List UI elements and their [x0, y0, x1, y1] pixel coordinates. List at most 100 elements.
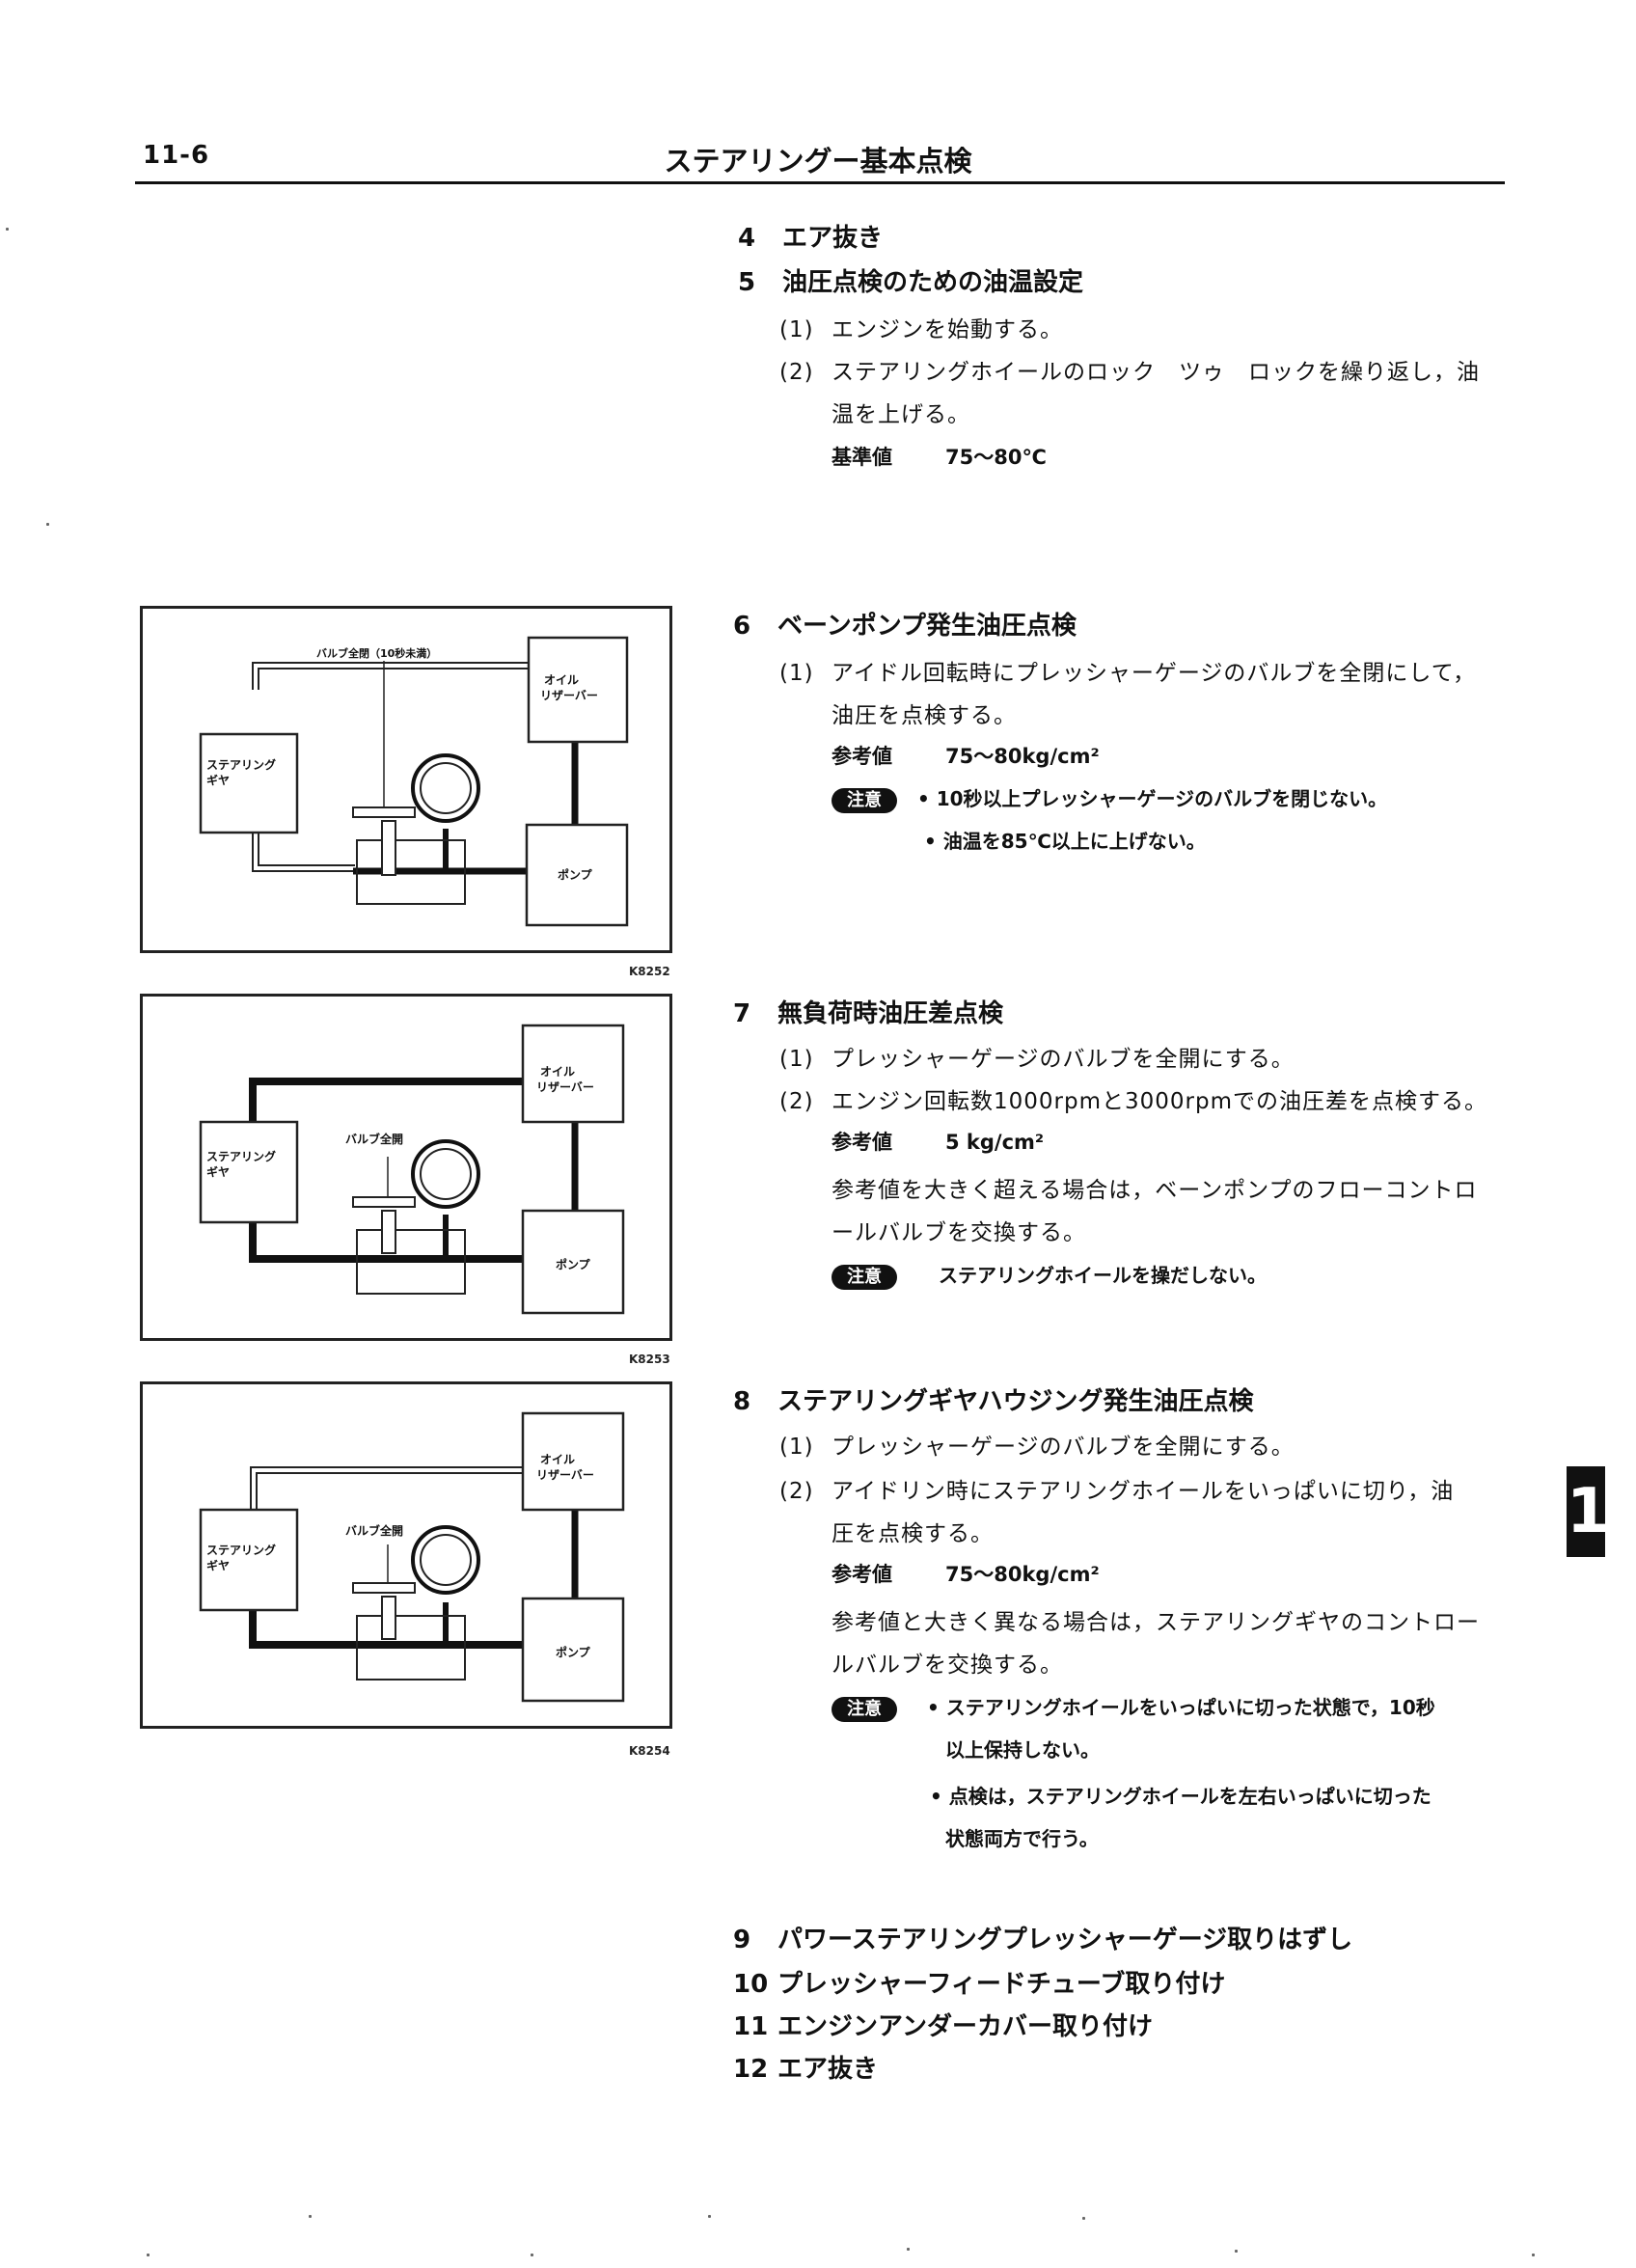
scan-speck — [1235, 2250, 1238, 2253]
ref-label: 基準値 — [832, 446, 892, 469]
figure-code: K8252 — [629, 965, 670, 978]
ref-value: 75〜80kg/cm² — [945, 745, 1100, 768]
step-number: 8 — [733, 1387, 751, 1416]
sub-number: (1) — [779, 1047, 814, 1072]
section-tab: 1 — [1567, 1466, 1610, 1557]
step-8-paragraph-1: 参考値と大きく異なる場合は，ステアリングギヤのコントロー — [832, 1610, 1480, 1635]
pump-label: ポンプ — [558, 867, 593, 882]
step-7-reference: 参考値 5 kg/cm² — [832, 1127, 1044, 1156]
gear-label-2: ギヤ — [206, 773, 230, 787]
sub-text: ステアリングホイールのロック ツゥ ロックを繰り返し，油 — [832, 360, 1480, 385]
step-6-sub-1: (1) アイドル回転時にプレッシャーゲージのバルブを全閉にして， — [779, 654, 1476, 687]
figure-valve-open-no-load: バルブ全開 オイル リザーバー ステアリング ギヤ ポンプ — [140, 994, 672, 1341]
ref-label: 参考値 — [832, 1131, 892, 1154]
step-5-sub-2: (2) ステアリングホイールのロック ツゥ ロックを繰り返し，油 — [779, 353, 1480, 386]
step-number: 4 — [738, 224, 756, 253]
figure-valve-closed: バルブ全閉（10秒未満） オイル リザーバー ステアリング ギヤ ポンプ — [140, 606, 672, 953]
reservoir-label-2: リザーバー — [540, 689, 598, 702]
ref-value: 75〜80℃ — [945, 446, 1047, 469]
step-5-reference: 基準値 75〜80℃ — [832, 442, 1047, 471]
step-8-sub-2: (2)アイドリン時にステアリングホイールをいっぱいに切り，油 — [779, 1472, 1454, 1505]
step-title: ステアリングギヤハウジング発生油圧点検 — [777, 1387, 1254, 1416]
sub-number: (2) — [779, 1089, 814, 1114]
note-text: • 10秒以上プレッシャーゲージのバルブを閉じない。 — [916, 787, 1388, 810]
ref-value: 5 kg/cm² — [945, 1131, 1045, 1154]
step-5-sub-2-cont: 温を上げる。 — [832, 402, 970, 427]
gear-label-2: ギヤ — [206, 1558, 230, 1572]
step-6-sub-1-cont: 油圧を点検する。 — [832, 703, 1017, 728]
step-8-note-1-cont: 以上保持しない。 — [945, 1738, 1100, 1762]
step-title: パワーステアリングプレッシャーゲージ取りはずし — [777, 1926, 1353, 1954]
step-10: 10 プレッシャーフィードチューブ取り付け — [733, 1964, 1225, 2000]
step-5: 5 油圧点検のための油温設定 — [738, 262, 1083, 298]
step-title: 無負荷時油圧差点検 — [777, 999, 1004, 1028]
gear-label: ステアリング — [206, 1543, 276, 1557]
scan-speck — [531, 2254, 533, 2256]
scan-speck — [907, 2248, 910, 2251]
step-7-sub-2: (2) エンジン回転数1000rpmと3000rpmでの油圧差を点検する。 — [779, 1082, 1487, 1115]
step-7-sub-1: (1)プレッシャーゲージのバルブを全開にする。 — [779, 1040, 1295, 1073]
sub-text: エンジン回転数1000rpmと3000rpmでの油圧差を点検する。 — [832, 1089, 1487, 1114]
step-6-reference: 参考値 75〜80kg/cm² — [832, 741, 1100, 770]
step-8: 8 ステアリングギヤハウジング発生油圧点検 — [733, 1381, 1253, 1417]
step-title: エア抜き — [777, 2055, 879, 2084]
sub-number: (1) — [779, 317, 814, 342]
step-7: 7 無負荷時油圧差点検 — [733, 994, 1003, 1029]
valve-label: バルブ全閉（10秒未満） — [316, 646, 437, 660]
step-number: 11 — [733, 2012, 769, 2041]
step-title: プレッシャーフィードチューブ取り付け — [777, 1970, 1226, 1999]
sub-text: プレッシャーゲージのバルブを全開にする。 — [832, 1435, 1295, 1460]
sub-text: アイドル回転時にプレッシャーゲージのバルブを全閉にして， — [832, 661, 1477, 686]
step-6-note-1: 注意 • 10秒以上プレッシャーゲージのバルブを閉じない。 — [832, 783, 1387, 813]
reservoir-label: オイル — [544, 673, 579, 687]
step-number: 10 — [733, 1970, 769, 1999]
reservoir-label-2: リザーバー — [536, 1468, 594, 1482]
step-12: 12 エア抜き — [733, 2049, 878, 2085]
scan-speck — [147, 2254, 150, 2256]
scan-speck — [6, 228, 9, 231]
step-title: エンジンアンダーカバー取り付け — [777, 2012, 1153, 2041]
step-number: 12 — [733, 2055, 769, 2084]
scan-speck — [708, 2215, 711, 2218]
step-number: 5 — [738, 268, 756, 297]
valve-label: バルブ全開 — [345, 1132, 403, 1146]
scan-speck — [46, 523, 49, 526]
gear-label: ステアリング — [206, 757, 276, 772]
reservoir-label: オイル — [540, 1453, 575, 1466]
figure-code: K8253 — [629, 1353, 670, 1366]
step-8-note-1: 注意 • ステアリングホイールをいっぱいに切った状態で，10秒 — [832, 1692, 1435, 1722]
figure-valve-open-gear-housing: バルブ全開 オイル リザーバー ステアリング ギヤ ポンプ — [140, 1381, 672, 1729]
scan-speck — [1082, 2217, 1085, 2220]
step-number: 7 — [733, 999, 751, 1028]
step-7-paragraph-2: ールバルブを交換する。 — [832, 1220, 1086, 1245]
step-6-note-2: • 油温を85℃以上に上げない。 — [924, 830, 1206, 853]
pump-label: ポンプ — [556, 1257, 591, 1271]
sub-text: エンジンを始動する。 — [832, 317, 1063, 342]
step-8-note-2: • 点検は，ステアリングホイールを左右いっぱいに切った — [930, 1785, 1432, 1808]
step-8-sub-2-cont: 圧を点検する。 — [832, 1521, 994, 1546]
gear-label-2: ギヤ — [206, 1164, 230, 1179]
sub-number: (1) — [779, 661, 814, 686]
step-8-sub-1: (1)プレッシャーゲージのバルブを全開にする。 — [779, 1428, 1295, 1461]
scan-speck — [309, 2215, 312, 2218]
reservoir-label: オイル — [540, 1065, 575, 1079]
header-rule — [135, 181, 1505, 184]
reservoir-label-2: リザーバー — [536, 1080, 594, 1094]
page-title: ステアリングー基本点検 — [664, 145, 972, 178]
valve-label: バルブ全開 — [345, 1523, 403, 1538]
caution-badge: 注意 — [832, 787, 897, 813]
ref-label: 参考値 — [832, 745, 892, 768]
figure-code: K8254 — [629, 1744, 670, 1758]
step-title: 油圧点検のための油温設定 — [782, 268, 1084, 297]
step-number: 6 — [733, 612, 751, 641]
caution-badge: 注意 — [832, 1264, 897, 1290]
sub-number: (2) — [779, 1479, 814, 1504]
caution-badge: 注意 — [832, 1696, 897, 1722]
note-text: ステアリングホイールを操だしない。 — [938, 1264, 1267, 1287]
gear-label: ステアリング — [206, 1149, 276, 1163]
ref-label: 参考値 — [832, 1563, 892, 1586]
sub-number: (2) — [779, 360, 814, 385]
